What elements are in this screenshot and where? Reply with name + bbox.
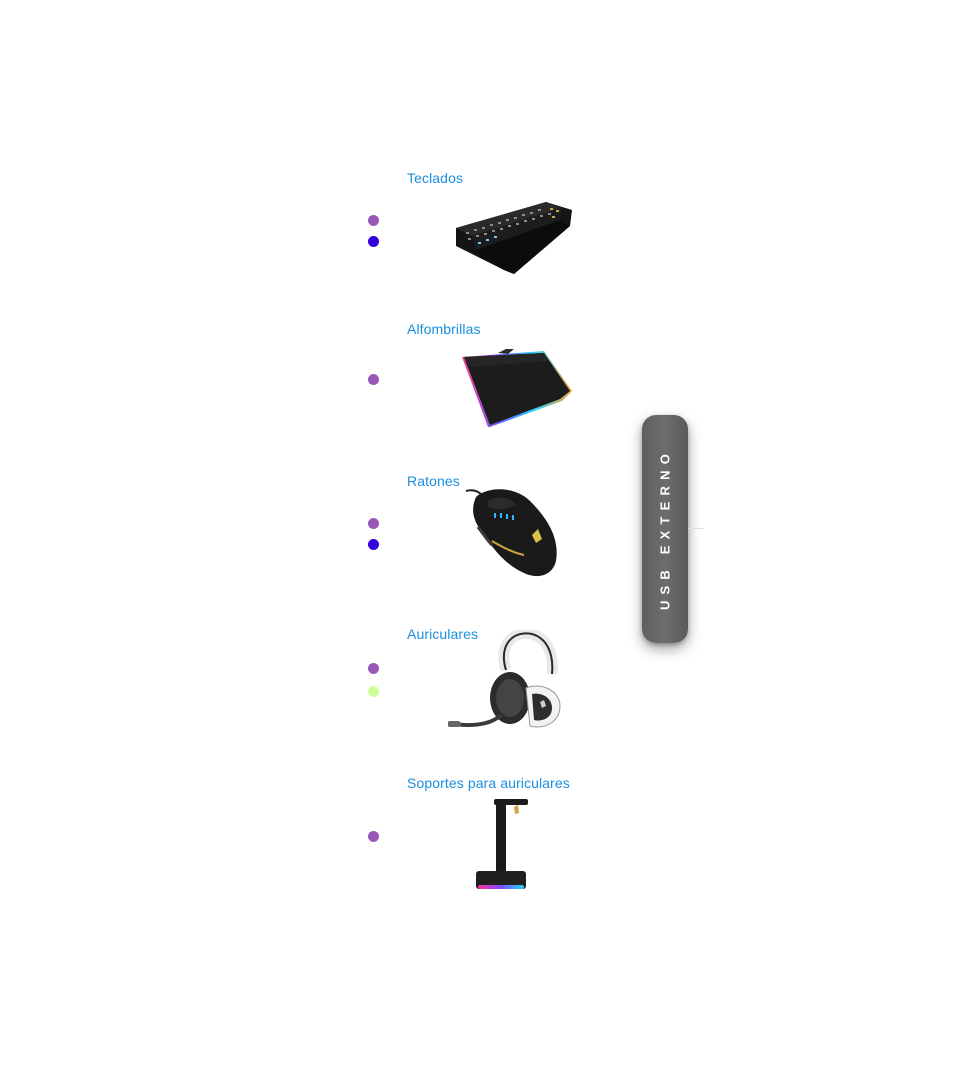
usb-externo-label: USB EXTERNO	[657, 447, 673, 611]
category-title-headset-stands[interactable]: Soportes para auriculares	[407, 775, 570, 791]
usb-externo-button[interactable]: USB EXTERNO	[642, 415, 688, 643]
color-dot-purple[interactable]	[368, 374, 379, 385]
mouse-image[interactable]	[458, 487, 562, 579]
headset-stand-image[interactable]	[474, 797, 530, 895]
headset-image[interactable]	[448, 630, 566, 734]
color-dot-purple[interactable]	[368, 663, 379, 674]
color-dot-purple[interactable]	[368, 215, 379, 226]
keyboard-image[interactable]	[452, 196, 574, 276]
category-title-mice[interactable]: Ratones	[407, 473, 460, 489]
category-title-keyboards[interactable]: Teclados	[407, 170, 464, 186]
usb-connector-line	[688, 528, 704, 529]
color-dot-purple[interactable]	[368, 831, 379, 842]
mousepad-image[interactable]	[458, 347, 576, 431]
color-dot-purple[interactable]	[368, 518, 379, 529]
color-dot-green[interactable]	[368, 686, 379, 697]
color-dot-blue[interactable]	[368, 236, 379, 247]
category-title-mousepads[interactable]: Alfombrillas	[407, 321, 481, 337]
category-title-headsets[interactable]: Auriculares	[407, 626, 479, 642]
color-dot-blue[interactable]	[368, 539, 379, 550]
